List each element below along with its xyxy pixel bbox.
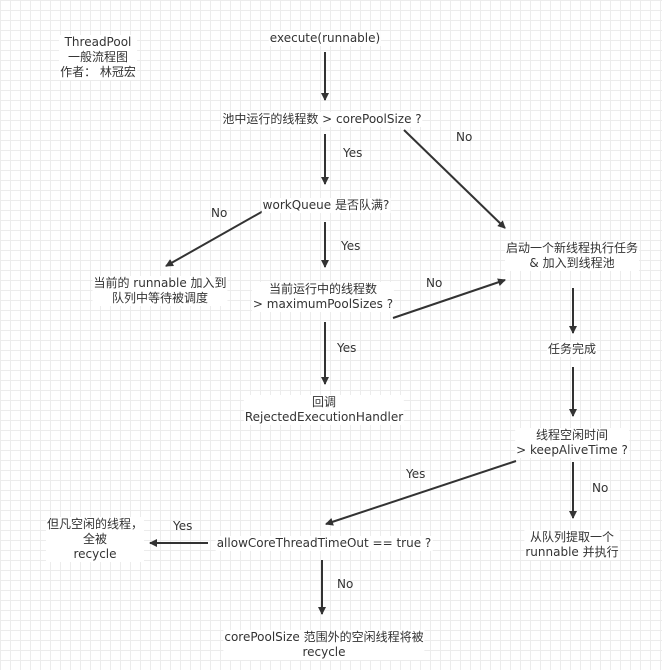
edge-label-queue-no: No <box>211 206 228 220</box>
edge-queue-to-enqueue <box>165 209 266 267</box>
node-start-new-thread: 启动一个新线程执行任务 & 加入到线程池 <box>504 241 640 271</box>
edge-label-queue-yes: Yes <box>341 239 361 253</box>
node-idle-time-check: 线程空闲时间 > keepAliveTime ? <box>515 428 629 458</box>
edge-label-core-yes: Yes <box>343 146 363 160</box>
edge-label-max-yes: Yes <box>337 341 357 355</box>
node-rejected-execution-handler: 回调 RejectedExecutionHandler <box>243 395 405 425</box>
node-work-queue-full: workQueue 是否队满? <box>261 198 391 213</box>
edge-core-to-start <box>403 129 506 229</box>
edge-label-idle-yes: Yes <box>406 467 426 481</box>
node-enqueue-runnable: 当前的 runnable 加入到 队列中等待被调度 <box>92 276 228 306</box>
title-line-2: 一般流程图 <box>67 50 129 64</box>
node-fetch-from-queue: 从队列提取一个 runnable 并执行 <box>524 530 620 560</box>
edge-idle-to-allow <box>325 460 517 526</box>
node-check-maximum-pool-size: 当前运行中的线程数 > maximumPoolSizes ? <box>251 282 395 312</box>
edge-max-to-start <box>392 278 506 319</box>
node-check-core-pool-size: 池中运行的线程数 > corePoolSize ? <box>221 112 423 127</box>
node-allow-core-thread-timeout: allowCoreThreadTimeOut == true ? <box>215 536 433 551</box>
edge-label-max-no: No <box>426 276 443 290</box>
node-recycle-extra-idle: corePoolSize 范围外的空闲线程将被 recycle <box>223 630 425 660</box>
edge-label-idle-no: No <box>592 481 609 495</box>
title-line-1: ThreadPool <box>64 35 132 49</box>
title-line-3: 作者： 林冠宏 <box>60 65 136 79</box>
diagram-title: ThreadPool 一般流程图 作者： 林冠宏 <box>59 35 137 80</box>
edge-label-core-no: No <box>456 130 473 144</box>
edge-label-allow-yes: Yes <box>173 519 193 533</box>
node-recycle-all-idle: 但凡空闲的线程， 全被 recycle <box>45 517 145 562</box>
node-task-complete: 任务完成 <box>546 342 598 357</box>
edge-label-allow-no: No <box>337 577 354 591</box>
node-execute: execute(runnable) <box>268 31 382 46</box>
